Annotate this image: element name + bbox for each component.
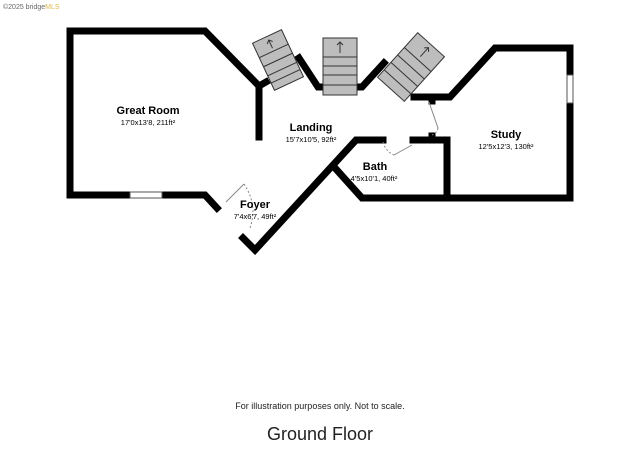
up-arrow-icon (266, 39, 273, 49)
room-dimensions: 7'4x6'7, 49ft² (234, 212, 277, 221)
floor-title: Ground Floor (266, 424, 374, 444)
watermark-text: ©2025 bridge (3, 4, 46, 11)
room-name: Landing (290, 122, 333, 134)
great-room-walls (66, 27, 263, 199)
disclaimer-note: For illustration purposes only. Not to s… (235, 401, 405, 411)
up-arrow-icon (336, 41, 344, 53)
door-swing (431, 127, 439, 136)
bath-door (393, 144, 413, 156)
up-arrow-icon (419, 47, 430, 57)
watermark-mls: MLS (45, 4, 60, 11)
door-swing (382, 141, 395, 156)
room-name: Bath (363, 161, 388, 173)
window (129, 191, 163, 199)
study-walls (330, 99, 574, 202)
study-walls (410, 44, 574, 101)
foyer-wall (238, 136, 387, 256)
window (566, 74, 574, 104)
staircase (376, 31, 446, 103)
study-door (428, 101, 439, 129)
room-name: Study (491, 129, 522, 141)
room-name: Great Room (117, 105, 180, 117)
staircase (251, 29, 305, 91)
room-dimensions: 15'7x10'5, 92ft² (286, 135, 337, 144)
room-dimensions: 17'0x13'8, 211ft² (121, 118, 176, 127)
great-room-bottom-wall (158, 191, 222, 213)
watermark-logo: ©2025 bridgeMLS (3, 4, 60, 11)
room-dimensions: 4'5x10'1, 40ft² (351, 174, 398, 183)
bath-wall (409, 136, 451, 200)
room-dimensions: 12'5x12'3, 130ft² (479, 142, 534, 151)
staircase (322, 37, 358, 96)
room-name: Foyer (240, 199, 271, 211)
wall-stub (254, 77, 271, 91)
stair-wall (294, 53, 328, 91)
foyer-door (225, 183, 245, 203)
stair-wall (353, 58, 389, 91)
